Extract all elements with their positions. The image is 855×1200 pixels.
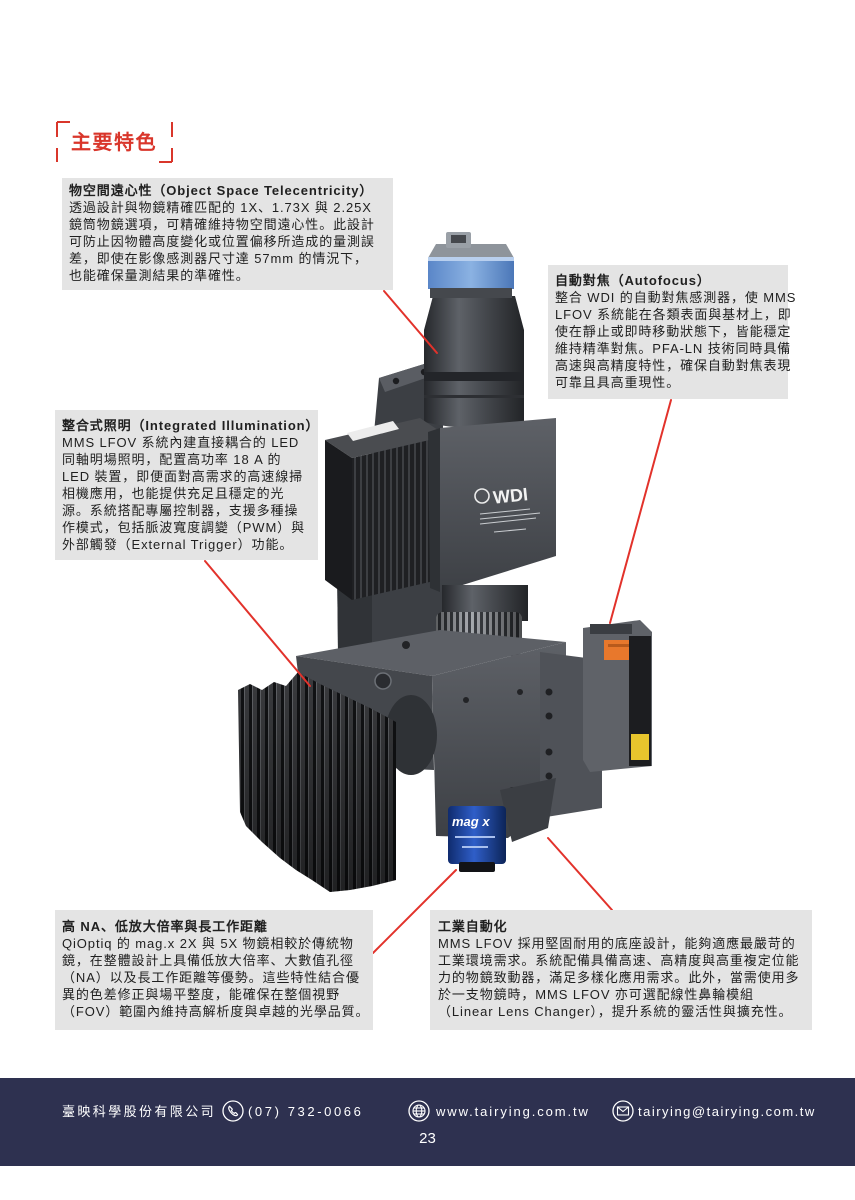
feature-box-telecentricity: 物空間遠心性（Object Space Telecentricity） 透過設計… bbox=[62, 178, 393, 290]
feature-text-line: 同軸明場照明，配置高功率 18 A 的 bbox=[62, 452, 282, 467]
feature-text-line: MMS LFOV 系統內建直接耦合的 LED bbox=[62, 435, 300, 450]
bolt bbox=[392, 377, 400, 385]
feature-text-line: 可靠且具高重現性。 bbox=[555, 375, 681, 390]
feature-box-objective: 高 NA、低放大倍率與長工作距離 QiOptiq 的 mag.x 2X 與 5X… bbox=[55, 910, 373, 1030]
feature-text-line: QiOptiq 的 mag.x 2X 與 5X 物鏡相較於傳統物 bbox=[62, 936, 354, 951]
bolt bbox=[545, 772, 553, 780]
feature-box-automation: 工業自動化 MMS LFOV 採用堅固耐用的底座設計，能夠適應最嚴苛的 工業環境… bbox=[430, 910, 812, 1030]
feature-title: 工業自動化 bbox=[438, 919, 508, 934]
page-number: 23 bbox=[419, 1130, 436, 1147]
leader-line-illumination bbox=[204, 560, 311, 687]
feature-title: 整合式照明（Integrated Illumination） bbox=[62, 418, 320, 433]
objective-lens: mag x bbox=[448, 806, 506, 872]
feature-text-line: 源。系統搭配專屬控制器，支援多種操 bbox=[62, 503, 299, 518]
feature-text-line: LED 裝置，即便面對高需求的高速線掃 bbox=[62, 469, 304, 484]
bolt bbox=[374, 672, 392, 690]
objective-label-text: mag x bbox=[452, 814, 490, 829]
illuminator-label bbox=[347, 421, 399, 441]
wdi-logo-text: WDI bbox=[492, 484, 529, 508]
feature-text-line: LFOV 系統能在各類表面與基材上，即 bbox=[555, 307, 792, 322]
feature-text-line: 工業環境需求。系統配備具備高速、高精度與高重複定位能 bbox=[438, 953, 800, 968]
wdi-logo-mark bbox=[474, 488, 490, 504]
bolt bbox=[517, 689, 523, 695]
email-link[interactable]: tairying@tairying.com.tw bbox=[638, 1104, 816, 1119]
company-name: 臺映科學股份有限公司 bbox=[62, 1104, 217, 1119]
feature-text-line: 也能確保量測結果的準確性。 bbox=[69, 268, 250, 283]
bolt bbox=[545, 748, 553, 756]
autofocus-sensor-unit bbox=[583, 620, 652, 772]
lower-nose bbox=[500, 778, 556, 842]
mail-icon bbox=[612, 1100, 634, 1122]
page-footer: 臺映科學股份有限公司 (07) 732-0066 www.tairying.co… bbox=[0, 1078, 855, 1166]
feature-text-line: 可防止因物體高度變化或位置偏移所造成的量測誤 bbox=[69, 234, 375, 249]
feature-text-line: 於一支物鏡時，MMS LFOV 亦可選配線性鼻輪模組 bbox=[438, 987, 754, 1002]
led-illuminator-heatsink bbox=[325, 418, 447, 600]
feature-text-line: 高速與高精度特性，確保自動對焦表現 bbox=[555, 358, 792, 373]
leader-line-automation bbox=[547, 837, 613, 911]
leader-line-autofocus bbox=[609, 399, 672, 624]
feature-text-line: 外部觸發（External Trigger）功能。 bbox=[62, 537, 294, 552]
feature-text-line: 作模式，包括脈波寬度調變（PWM）與 bbox=[62, 520, 305, 535]
section-title: 主要特色 bbox=[71, 132, 157, 154]
pin-heatsink bbox=[238, 672, 396, 892]
yellow-label bbox=[631, 734, 649, 760]
feature-title: 物空間遠心性（Object Space Telecentricity） bbox=[69, 183, 374, 198]
wdi-autofocus-housing: WDI bbox=[428, 418, 556, 592]
website-link[interactable]: www.tairying.com.tw bbox=[436, 1104, 590, 1119]
feature-text-line: 透過設計與物鏡精確匹配的 1X、1.73X 與 2.25X bbox=[69, 200, 372, 215]
feature-text-line: 鏡，在整體設計上具備低放大倍率、大數值孔徑 bbox=[62, 953, 354, 968]
feature-text-line: 鏡筒物鏡選項，可精確維持物空間遠心性。此設計 bbox=[69, 217, 375, 232]
camera-body bbox=[428, 232, 514, 298]
bolt bbox=[402, 641, 410, 649]
feature-box-illumination: 整合式照明（Integrated Illumination） MMS LFOV … bbox=[55, 410, 320, 560]
phone-number: (07) 732-0066 bbox=[248, 1104, 364, 1119]
feature-text-line: （FOV）範圍內維持高解析度與卓越的光學品質。 bbox=[62, 1004, 370, 1019]
leader-line-telecentricity bbox=[383, 290, 438, 354]
objective-tip bbox=[459, 862, 495, 872]
feature-box-autofocus: 自動對焦（Autofocus） 整合 WDI 的自動對焦感測器，使 MMS LF… bbox=[548, 265, 797, 399]
feature-text-line: 整合 WDI 的自動對焦感測器，使 MMS bbox=[555, 290, 797, 305]
feature-text-line: MMS LFOV 採用堅固耐用的底座設計，能夠適應最嚴苛的 bbox=[438, 936, 796, 951]
feature-title: 高 NA、低放大倍率與長工作距離 bbox=[62, 919, 268, 934]
feature-text-line: 力的物鏡致動器，滿足多樣化應用需求。此外，當需使用多 bbox=[438, 970, 800, 985]
housing-fine-print bbox=[479, 508, 541, 533]
bolt bbox=[463, 697, 469, 703]
feature-text-line: （NA）以及長工作距離等優勢。這些特性結合優 bbox=[62, 970, 360, 985]
feature-title: 自動對焦（Autofocus） bbox=[555, 273, 711, 288]
upper-lens-tube bbox=[424, 296, 524, 428]
feature-text-line: 使在靜止或即時移動狀態下，皆能穩定 bbox=[555, 324, 792, 339]
globe-icon bbox=[408, 1100, 430, 1122]
phone-icon bbox=[222, 1100, 244, 1122]
bolt bbox=[545, 688, 553, 696]
leader-line-objective bbox=[372, 869, 457, 954]
feature-text-line: （Linear Lens Changer），提升系統的靈活性與擴充性。 bbox=[438, 1004, 793, 1019]
leader-lines bbox=[204, 290, 672, 954]
feature-text-line: 相機應用，也能提供充足且穩定的光 bbox=[62, 486, 285, 501]
bolt bbox=[545, 712, 553, 720]
feature-text-line: 異的色差修正與場平整度，能確保在整個視野 bbox=[62, 987, 341, 1002]
feature-text-line: 維持精準對焦。PFA-LN 技術同時具備 bbox=[555, 341, 792, 356]
feature-text-line: 差，即使在影像感測器尺寸達 57mm 的情況下， bbox=[69, 251, 368, 266]
illumination-coupler-boss bbox=[385, 695, 437, 775]
title-bracket-decoration bbox=[56, 121, 173, 163]
